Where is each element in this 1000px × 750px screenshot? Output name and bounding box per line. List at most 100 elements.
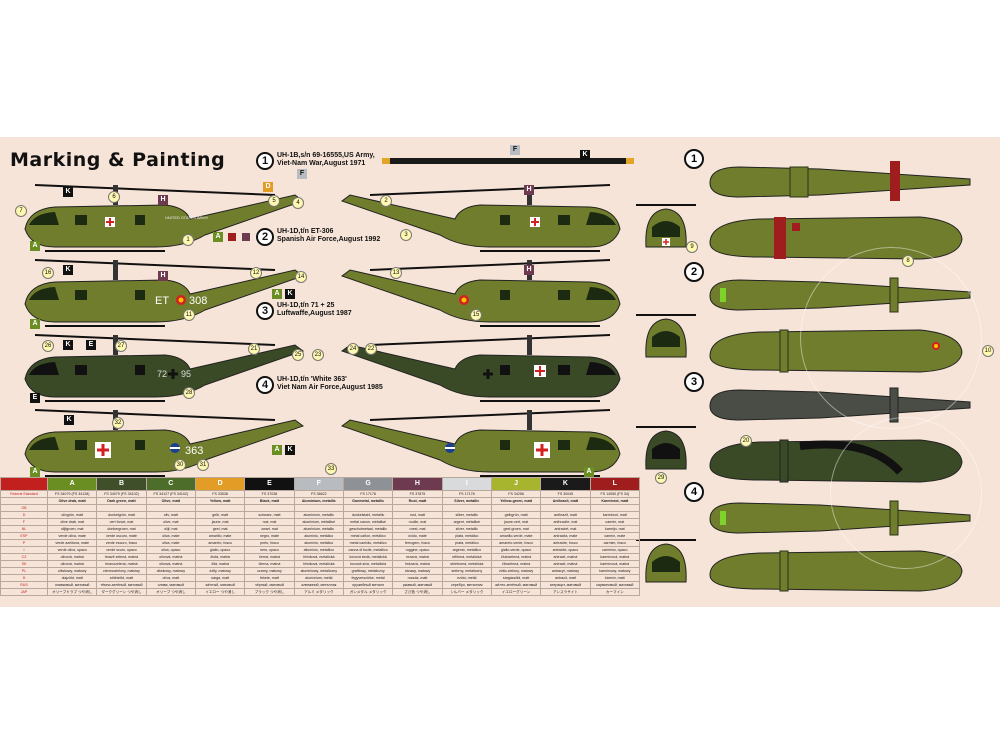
table-cell: олива, матовый xyxy=(145,581,196,589)
callout-15: 15 xyxy=(470,309,482,321)
callout-23: 23 xyxy=(312,349,324,361)
callout-29: 29 xyxy=(655,472,667,484)
scheme-3-line-1: UH-1D,t/n 71 + 25 xyxy=(277,302,335,309)
table-cell: dunkelgrün, matt xyxy=(96,511,147,519)
table-cell: antracite, opaco xyxy=(540,546,591,554)
table-cell: anthracite, mat xyxy=(540,518,591,526)
table-cell: olivgrün, matt xyxy=(46,511,98,519)
scheme-3-number: 3 xyxy=(256,302,274,320)
scheme-4-line-1: UH-1D,t/n 'White 363' xyxy=(277,376,347,383)
table-cell: fegyverszürke, metál xyxy=(342,574,394,582)
paint-code-D: D xyxy=(194,477,246,491)
table-cell: prata, metálico xyxy=(441,539,492,547)
table-cell: geel-groen, mat xyxy=(490,525,542,533)
table-cell: アルミ メタリック xyxy=(293,588,344,596)
table-cell: kármin, matt xyxy=(589,574,641,582)
table-cell: kovová šedá, metalická xyxy=(342,553,394,561)
table-cell: ブラック つや消し xyxy=(244,588,295,596)
table-cell: GB xyxy=(0,504,48,512)
table-cell: ciemnozielony, matowy xyxy=(96,567,147,575)
table-cell: антрацит, матовый xyxy=(540,581,591,589)
table-cell: olijf, mat xyxy=(145,525,196,533)
table-cell: カーマイン xyxy=(589,588,641,596)
callout-5: 5 xyxy=(268,195,280,207)
table-cell: ржавый, матовый xyxy=(392,581,443,589)
table-cell: さび色 つや消し xyxy=(392,588,443,596)
table-cell: karmínová, matná xyxy=(589,560,641,568)
table-cell: серебро, металлик xyxy=(441,581,492,589)
table-cell: イエローグリーン xyxy=(490,588,542,596)
table-cell: alumínio, metálico xyxy=(293,539,344,547)
callout-12: 12 xyxy=(250,267,262,279)
table-cell: fekete, matt xyxy=(244,574,295,582)
table-cell: antracit, matná xyxy=(540,560,591,568)
table-cell: žltá, matná xyxy=(194,560,246,568)
callout-9: 9 xyxy=(686,241,698,253)
table-cell: karmijn, mat xyxy=(589,525,641,533)
table-cell: oliva, mate xyxy=(145,539,196,547)
badge-k-5: K xyxy=(64,415,74,425)
scheme-2-line-1: UH-1D,t/n ET-306 xyxy=(277,228,334,235)
paint-code-blank xyxy=(0,477,48,491)
table-cell: canna di fucile, metallico xyxy=(342,546,394,554)
table-cell: zilver, metallic xyxy=(441,525,492,533)
table-cell: тёмно-зелёный, матовый xyxy=(96,581,147,589)
table-cell: ガンメタル メタリック xyxy=(342,588,394,596)
table-cell: sötétzöld, matt xyxy=(96,574,147,582)
table-cell: D xyxy=(0,511,48,519)
table-cell: жёлтый, матовый xyxy=(194,581,246,589)
badge-a-5: A xyxy=(30,467,40,477)
paint-code-B: B xyxy=(96,477,147,491)
table-cell: métal canon, métallisé xyxy=(342,518,394,526)
heli-1-front-view xyxy=(636,204,696,248)
heli-3-right-side xyxy=(340,334,621,402)
table-cell: aluminium, métallisé xyxy=(293,518,344,526)
table-cell: antracite, fosco xyxy=(540,539,591,547)
table-cell: jaune, mat xyxy=(194,518,246,526)
callout-6: 6 xyxy=(108,191,120,203)
table-cell: strieborná, metalická xyxy=(441,560,492,568)
table-cell: PL xyxy=(0,567,48,575)
watermark-circle-2 xyxy=(830,417,982,569)
table-cell: metal canhão, metálico xyxy=(342,539,394,547)
scheme-2-number: 2 xyxy=(256,228,274,246)
heli-3-front-view xyxy=(636,426,696,470)
table-cell: verde scuro, opaco xyxy=(96,546,147,554)
paint-code-F: F xyxy=(293,477,344,491)
table-cell: antracita, mate xyxy=(540,532,591,540)
table-cell: rdzawy, matowy xyxy=(392,567,443,575)
table-cell: ESP xyxy=(0,532,48,540)
heli-1-left-side: UNITED STATES ARMY xyxy=(24,184,305,252)
table-cell: FS 34079 (FS 34102) xyxy=(96,490,147,498)
badge-k: K xyxy=(63,187,73,197)
table-cell: carminio, opaco xyxy=(589,546,641,554)
paint-code-L: L xyxy=(589,477,641,491)
callout-13: 13 xyxy=(390,267,402,279)
scheme-4-line-2: Viet Nam Air Force,August 1985 xyxy=(277,384,383,391)
table-cell: FS 17178 xyxy=(441,490,492,498)
table-cell xyxy=(490,504,542,512)
badge-h-4: H xyxy=(524,265,534,275)
table-cell: FS 36622 xyxy=(293,490,344,498)
scheme-2-line-2: Spanish Air Force,August 1992 xyxy=(277,236,381,243)
table-cell: FS 30045 xyxy=(540,490,591,498)
callout-24: 24 xyxy=(347,343,359,355)
table-cell: oliwkowy, matowy xyxy=(46,567,98,575)
badge-a-2: A xyxy=(213,232,223,242)
table-cell xyxy=(0,497,48,505)
table-cell: antracyt, matowy xyxy=(540,567,591,575)
table-cell xyxy=(244,504,295,512)
paint-code-A: A xyxy=(46,477,98,491)
table-cell xyxy=(194,504,246,512)
table-cell: stříbrná, metalická xyxy=(441,553,492,561)
table-cell: чёрный, матовый xyxy=(244,581,295,589)
